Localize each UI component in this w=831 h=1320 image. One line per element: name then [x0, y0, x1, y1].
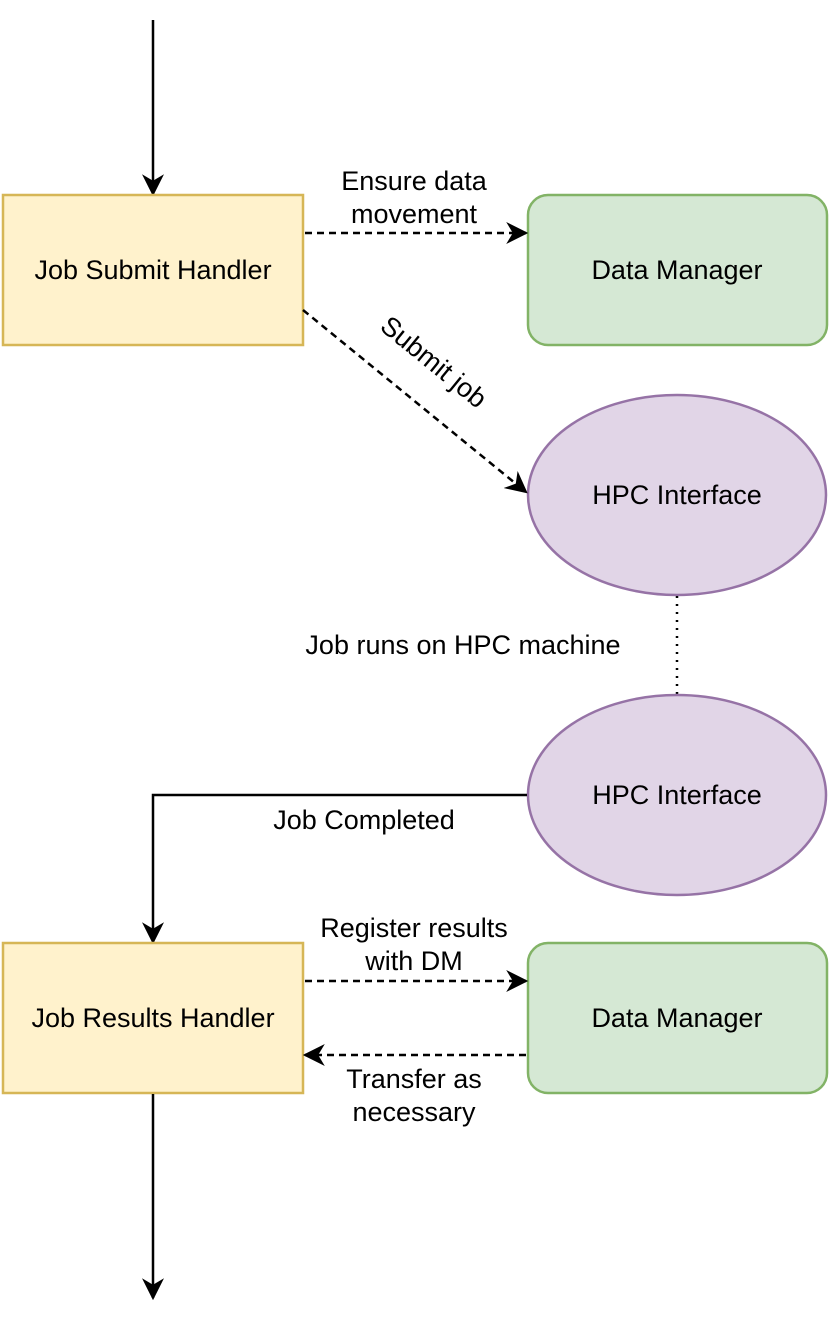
job-completed-label: Job Completed: [273, 805, 455, 835]
job-results-handler-node: Job Results Handler: [1, 941, 305, 1095]
data-manager-bottom-node: Data Manager: [526, 941, 829, 1095]
transfer-label-line2: necessary: [352, 1097, 476, 1127]
data-manager-top-label: Data Manager: [591, 255, 762, 285]
hpc-interface-bottom-label: HPC Interface: [592, 780, 762, 810]
job-results-handler-box: [1, 941, 305, 1095]
register-results-label-line1: Register results: [320, 913, 508, 943]
transfer-label-line1: Transfer as: [346, 1064, 482, 1094]
hpc-interface-top-node: HPC Interface: [526, 393, 828, 597]
submit-job-label: Submit job: [375, 310, 493, 414]
job-completed-arrow: [142, 793, 527, 945]
data-manager-bottom-box: [526, 941, 829, 1095]
job-submit-handler-node: Job Submit Handler: [1, 193, 305, 347]
data-manager-bottom-label: Data Manager: [591, 1003, 762, 1033]
job-submit-handler-box: [1, 193, 305, 347]
data-manager-top-node: Data Manager: [526, 193, 829, 347]
job-results-handler-label: Job Results Handler: [31, 1003, 274, 1033]
data-manager-top-box: [526, 193, 829, 347]
hpc-interface-bottom-ellipse: [526, 693, 828, 897]
hpc-interface-top-label: HPC Interface: [592, 480, 762, 510]
ensure-data-movement-label-line1: Ensure data: [341, 166, 488, 196]
hpc-interface-top-ellipse: [526, 393, 828, 597]
hpc-interface-bottom-node: HPC Interface: [526, 693, 828, 897]
ensure-data-movement-label-line2: movement: [351, 199, 478, 229]
register-results-label-line2: with DM: [364, 946, 463, 976]
job-runs-label: Job runs on HPC machine: [305, 630, 620, 660]
job-submit-handler-label: Job Submit Handler: [34, 255, 271, 285]
